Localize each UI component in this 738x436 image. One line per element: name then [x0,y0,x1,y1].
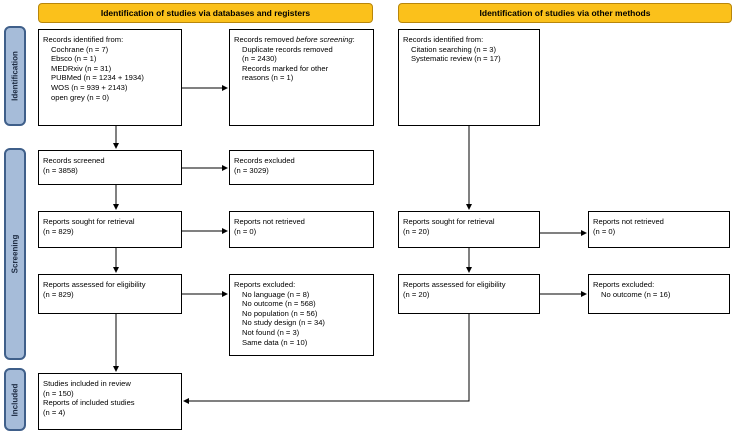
records-screened-count: (n = 3858) [43,165,78,175]
duplicates-count: (n = 2430) [242,54,277,64]
reports-sought-count: (n = 829) [43,226,74,236]
reports-sought-box: Reports sought for retrieval (n = 829) [38,211,182,248]
records-screened-label: Records screened [43,156,105,165]
source-systematic-review: Systematic review (n = 17) [411,54,501,64]
studies-included-count: (n = 150) [43,388,74,398]
other-excluded-no-outcome: No outcome (n = 16) [601,289,671,299]
arrow-other-assessed-to-included [183,314,470,404]
other-reports-assessed-box: Reports assessed for eligibility (n = 20… [398,274,540,314]
records-excluded-count: (n = 3029) [234,165,269,175]
excluded-no-population: No population (n = 56) [242,308,318,318]
studies-included-label: Studies included in review [43,379,131,388]
source-open-grey: open grey (n = 0) [51,92,110,102]
other-reports-excluded-title: Reports excluded: [593,280,655,289]
other-reports-assessed-label: Reports assessed for eligibility [403,280,506,289]
reports-assessed-box: Reports assessed for eligibility (n = 82… [38,274,182,314]
reports-excluded-title: Reports excluded: [234,280,296,289]
other-reports-not-retrieved-count: (n = 0) [593,226,616,236]
header-databases-registers: Identification of studies via databases … [38,3,373,23]
excluded-no-outcome: No outcome (n = 568) [242,299,316,309]
reports-included-label: Reports of included studies [43,398,135,408]
other-reports-not-retrieved-box: Reports not retrieved (n = 0) [588,211,730,248]
header-other-methods: Identification of studies via other meth… [398,3,732,23]
other-reports-sought-count: (n = 20) [403,226,430,236]
phase-screening: Screening [4,148,26,360]
excluded-same-data: Same data (n = 10) [242,337,308,347]
reports-assessed-count: (n = 829) [43,289,74,299]
excluded-no-language: No language (n = 8) [242,289,310,299]
reports-not-retrieved-count: (n = 0) [234,226,257,236]
other-reasons-count: reasons (n = 1) [242,73,294,83]
other-reasons-removed: Records marked for other [242,63,329,73]
records-excluded-label: Records excluded [234,156,295,165]
records-excluded-box: Records excluded (n = 3029) [229,150,374,185]
phase-included: Included [4,368,26,431]
records-identified-box: Records identified from: Cochrane (n = 7… [38,29,182,126]
reports-not-retrieved-box: Reports not retrieved (n = 0) [229,211,374,248]
source-medrxiv: MEDRxiv (n = 31) [51,63,112,73]
duplicates-removed: Duplicate records removed [242,44,333,54]
source-cochrane: Cochrane (n = 7) [51,44,109,54]
other-reports-sought-box: Reports sought for retrieval (n = 20) [398,211,540,248]
reports-excluded-box: Reports excluded: No language (n = 8) No… [229,274,374,356]
other-reports-not-retrieved-label: Reports not retrieved [593,217,664,226]
other-records-identified-box: Records identified from: Citation search… [398,29,540,126]
other-reports-sought-label: Reports sought for retrieval [403,217,495,226]
studies-included-box: Studies included in review (n = 150) Rep… [38,373,182,430]
source-wos: WOS (n = 939 + 2143) [51,82,128,92]
source-pubmed: PUBMed (n = 1234 + 1934) [51,73,144,83]
other-reports-assessed-count: (n = 20) [403,289,430,299]
records-screened-box: Records screened (n = 3858) [38,150,182,185]
reports-not-retrieved-label: Reports not retrieved [234,217,305,226]
reports-included-count: (n = 4) [43,407,66,417]
excluded-not-found: Not found (n = 3) [242,327,300,337]
source-ebsco: Ebsco (n = 1) [51,54,97,64]
records-removed-box: Records removed before screening: Duplic… [229,29,374,126]
reports-assessed-label: Reports assessed for eligibility [43,280,146,289]
records-identified-title: Records identified from: [43,35,124,44]
phase-identification: Identification [4,26,26,126]
excluded-no-study-design: No study design (n = 34) [242,318,325,328]
other-reports-excluded-box: Reports excluded: No outcome (n = 16) [588,274,730,314]
source-citation-searching: Citation searching (n = 3) [411,44,497,54]
reports-sought-label: Reports sought for retrieval [43,217,135,226]
records-removed-title: Records removed before screening: [234,35,355,44]
other-records-title: Records identified from: [403,35,484,44]
